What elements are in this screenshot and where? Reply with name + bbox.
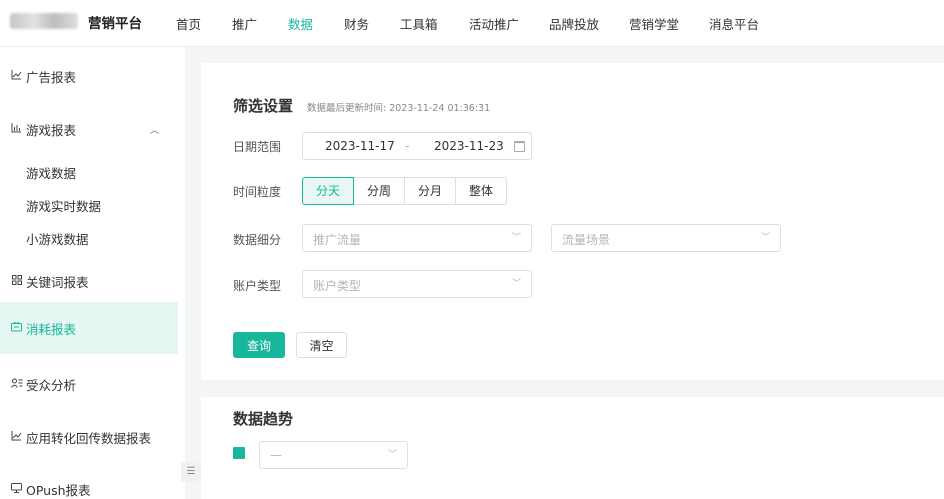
select-placeholder: 流量场景 [562,233,611,247]
chevron-down-icon: ﹀ [511,279,521,289]
nav-item-finance[interactable]: 财务 [344,17,370,32]
clear-button[interactable]: 清空 [296,332,347,358]
date-range-label: 日期范围 [233,140,282,154]
nav-item-brand-ads[interactable]: 品牌投放 [549,17,600,32]
sidebar-item-label: 应用转化回传数据报表 [26,431,152,446]
breakdown-label: 数据细分 [233,233,282,247]
sidebar-collapse-handle[interactable]: ☰ [181,462,201,482]
top-navigation-bar: 营销平台 首页 推广 数据 财务 工具箱 活动推广 品牌投放 营销学堂 消息平台 [0,0,944,47]
account-type-label: 账户类型 [233,279,282,293]
metric-select[interactable]: — ﹀ [259,441,408,469]
users-icon [10,378,23,391]
select-placeholder: 推广流量 [313,233,362,247]
metric-color-swatch[interactable] [233,447,245,459]
chevron-down-icon: ﹀ [760,233,770,243]
date-end[interactable]: 2023-11-23 [434,139,504,153]
top-nav: 首页 推广 数据 财务 工具箱 活动推广 品牌投放 营销学堂 消息平台 [176,14,759,33]
granularity-week-button[interactable]: 分周 [353,177,406,205]
sidebar-item-label: 受众分析 [26,378,77,393]
sidebar-item-game-realtime[interactable]: 游戏实时数据 [26,199,102,214]
sidebar-item-label: 消耗报表 [26,321,77,337]
sidebar-item-ad-report[interactable]: 广告报表 [0,67,178,86]
nav-item-messages[interactable]: 消息平台 [709,17,760,32]
calendar-icon[interactable] [514,141,525,152]
last-update-time: 数据最后更新时间: 2023-11-24 01:36:31 [307,103,491,114]
filter-section-title: 筛选设置 [233,97,294,115]
sidebar-item-label: 关键词报表 [26,275,89,290]
sidebar-item-mini-game[interactable]: 小游戏数据 [26,232,89,247]
select-placeholder: — [270,448,282,462]
sidebar-item-game-data[interactable]: 游戏数据 [26,166,77,181]
date-start[interactable]: 2023-11-17 [325,139,395,153]
nav-item-campaign[interactable]: 活动推广 [469,17,520,32]
logo-image[interactable] [10,13,78,29]
sidebar-item-label: 广告报表 [26,70,77,85]
granularity-overall-button[interactable]: 整体 [455,177,508,205]
sidebar-item-label: 游戏报表 [26,123,77,138]
traffic-scene-select[interactable]: 流量场景 ﹀ [551,224,781,252]
bar-chart-icon [10,123,23,136]
sidebar-item-audience-analysis[interactable]: 受众分析 [0,375,178,394]
account-type-select[interactable]: 账户类型 ﹀ [302,270,532,298]
sidebar: 广告报表 游戏报表 ︿ 游戏数据 游戏实时数据 小游戏数据 关键词报表 消耗报表… [0,47,185,499]
line-chart-icon [10,431,23,444]
nav-item-toolbox[interactable]: 工具箱 [400,17,438,32]
line-chart-icon [10,70,23,83]
nav-item-data[interactable]: 数据 [288,17,314,32]
sidebar-item-conversion-report[interactable]: 应用转化回传数据报表 [0,428,178,447]
select-placeholder: 账户类型 [313,279,362,293]
granularity-label: 时间粒度 [233,185,282,199]
grid-icon [10,275,23,288]
granularity-toggle: 分天 分周 分月 整体 [302,177,508,205]
granularity-day-button[interactable]: 分天 [302,177,355,205]
sidebar-item-opush-report[interactable]: OPush报表 [0,480,178,499]
promotion-traffic-select[interactable]: 推广流量 ﹀ [302,224,532,252]
chevron-down-icon: ﹀ [387,450,397,460]
sidebar-item-game-report[interactable]: 游戏报表 ︿ [0,120,178,139]
monitor-icon [10,321,23,335]
brand-title: 营销平台 [88,16,142,32]
nav-item-promotion[interactable]: 推广 [232,17,258,32]
date-range-picker[interactable]: 2023-11-17 - 2023-11-23 [302,132,532,160]
granularity-month-button[interactable]: 分月 [404,177,457,205]
sidebar-item-label: OPush报表 [26,483,91,498]
chevron-up-icon[interactable]: ︿ [150,126,160,136]
nav-item-academy[interactable]: 营销学堂 [629,17,680,32]
sidebar-item-consumption-report[interactable]: 消耗报表 [0,302,178,354]
nav-item-home[interactable]: 首页 [176,17,202,32]
chevron-down-icon: ﹀ [511,233,521,243]
desktop-icon [10,483,23,496]
query-button[interactable]: 查询 [233,332,285,358]
date-separator: - [405,139,410,153]
filter-panel [201,63,944,380]
sidebar-item-keyword-report[interactable]: 关键词报表 [0,272,178,291]
trend-section-title: 数据趋势 [233,410,294,428]
